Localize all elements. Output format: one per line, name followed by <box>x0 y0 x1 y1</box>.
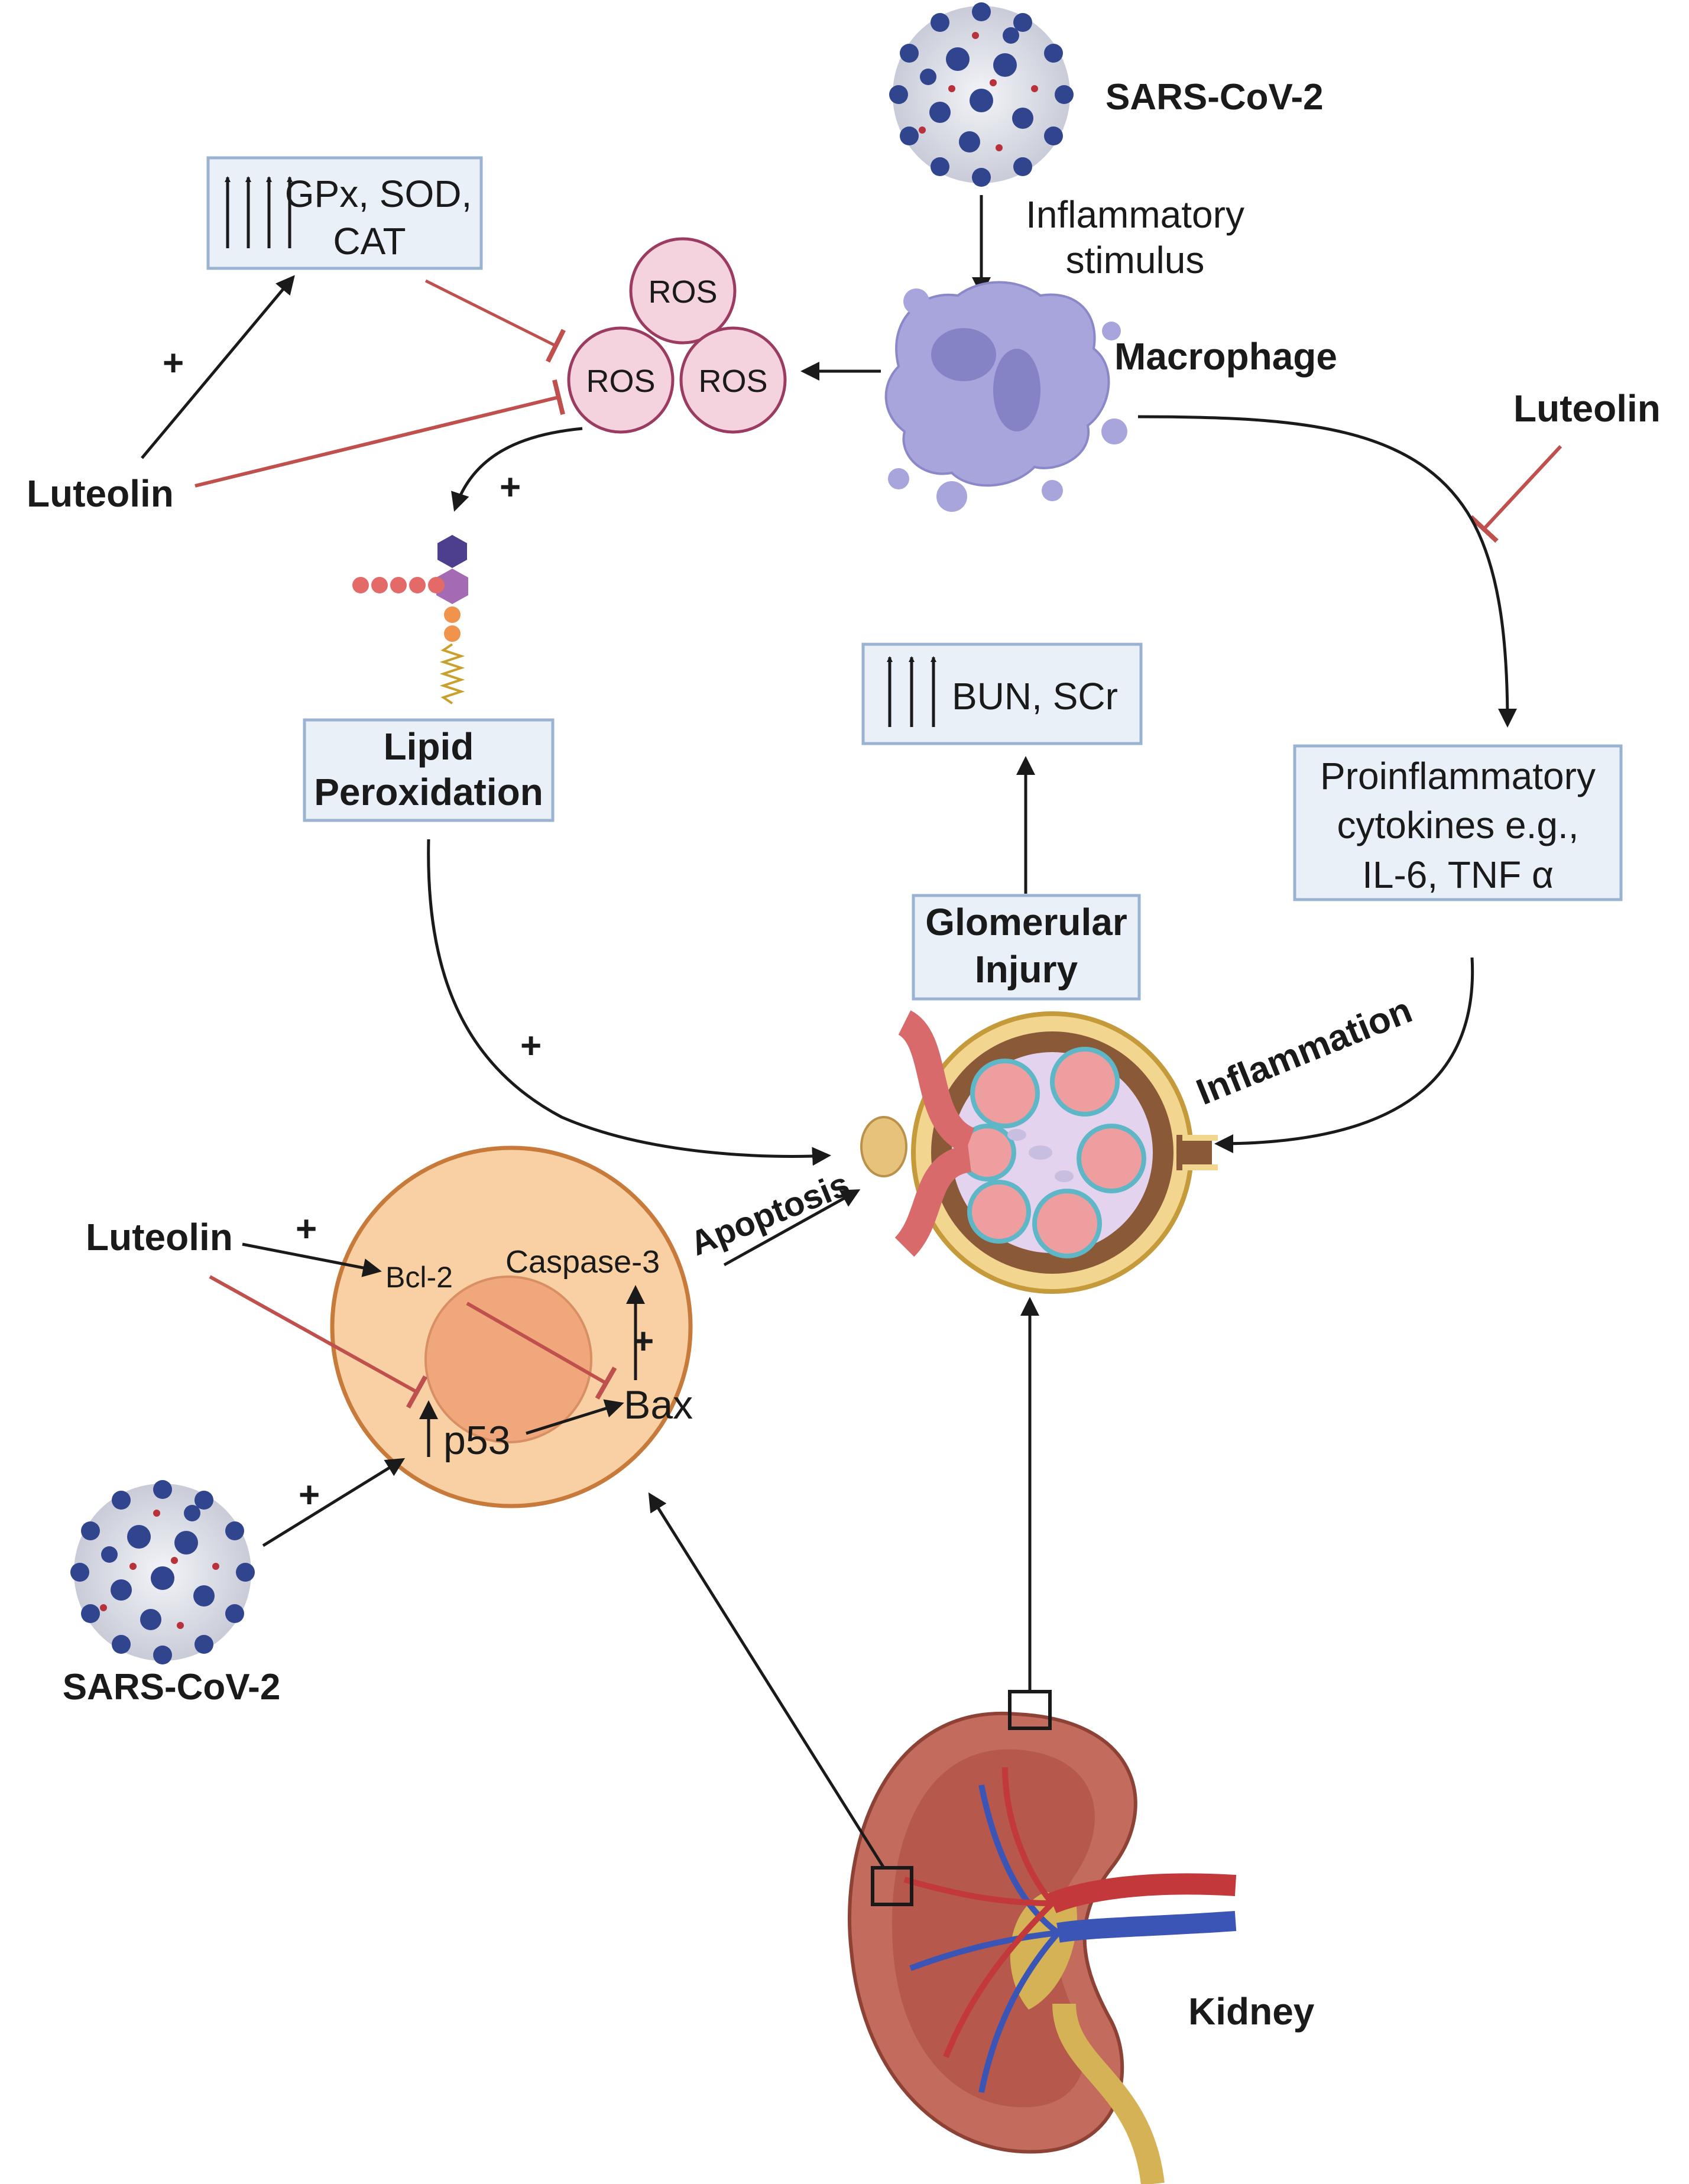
plus-sign-antioxidants: + <box>163 343 184 384</box>
nucleus <box>424 1276 592 1443</box>
glomerular-label-1: Glomerular <box>925 901 1127 943</box>
glomerular-label-2: Injury <box>975 948 1078 991</box>
bax-label: Bax <box>624 1383 693 1427</box>
cytokines-label-1: Proinflammatory <box>1320 755 1596 797</box>
ros-bubble-right <box>679 326 787 434</box>
sars-cov-2-label-bottom: SARS-CoV-2 <box>63 1667 281 1708</box>
cytokines-box <box>1293 744 1623 901</box>
arrow-apoptosis-to-glomerulus <box>723 1189 861 1267</box>
sars-cov-2-label-top: SARS-CoV-2 <box>1106 77 1324 118</box>
inhibit-luteolin-to-p53 <box>209 1275 428 1409</box>
ros-cluster: ROS ROS ROS <box>567 237 787 434</box>
inflammatory-stimulus-label-1: Inflammatory <box>1026 193 1244 236</box>
antioxidant-label-2: CAT <box>333 220 406 262</box>
antioxidant-label-1: GPx, SOD, <box>285 173 472 215</box>
virus-icon <box>889 2 1074 187</box>
kidney-label: Kidney <box>1188 1990 1315 2033</box>
arrow-virus-to-p53 <box>262 1458 406 1547</box>
kidney-icon <box>848 1711 1237 2184</box>
virus-icon-bottom <box>70 1480 255 1664</box>
up-arrows-icon <box>225 176 293 248</box>
luteolin-label-left: Luteolin <box>27 472 174 515</box>
lipid-molecule-icon <box>352 535 468 705</box>
cortex-highlight-square-left <box>871 1866 913 1906</box>
inhibit-luteolin-to-cytokines <box>1469 444 1562 543</box>
plus-sign-lipid-apoptosis: + <box>520 1026 542 1066</box>
plus-sign-bax-caspase: + <box>633 1321 654 1362</box>
arrow-ros-to-lipid <box>451 427 583 512</box>
luteolin-label-cell: Luteolin <box>86 1216 233 1258</box>
arrow-lipid-to-glomerulus <box>427 839 831 1166</box>
macrophage-label: Macrophage <box>1114 335 1337 378</box>
bcl2-label: Bcl-2 <box>385 1261 453 1294</box>
inflammation-label: Inflammation <box>1191 989 1418 1113</box>
lipid-label-1: Lipid <box>384 725 474 768</box>
apoptosis-label: Apoptosis <box>685 1165 855 1263</box>
cytokines-label-3: IL-6, TNF α <box>1362 854 1554 896</box>
bun-up-arrows-icon <box>887 656 936 727</box>
caspase-3-label: Caspase-3 <box>505 1244 660 1280</box>
arrow-p53-to-bax <box>526 1399 624 1435</box>
p53-label: p53 <box>443 1418 510 1463</box>
lipid-label-2: Peroxidation <box>314 771 543 813</box>
inhibit-antioxidants-to-ros <box>424 279 566 363</box>
plus-sign-lipid: + <box>500 467 521 508</box>
macrophage-icon <box>884 281 1127 512</box>
luteolin-label-top-right: Luteolin <box>1513 387 1661 430</box>
glomerular-injury-box <box>912 894 1141 1001</box>
arrow-macrophage-to-cytokines <box>1137 415 1517 728</box>
inflammatory-stimulus-label-2: stimulus <box>1066 239 1205 281</box>
ros-label-left: ROS <box>586 364 655 399</box>
bun-scr-label: BUN, SCr <box>952 675 1118 718</box>
ros-label-right: ROS <box>698 364 767 399</box>
lipid-peroxidation-box <box>303 718 555 822</box>
inhibit-luteolin-to-ros <box>194 379 565 488</box>
inhibit-bcl2-to-bax <box>466 1302 617 1400</box>
arrow-luteolin-to-bcl2 <box>242 1242 382 1277</box>
ros-bubble-left <box>567 326 675 434</box>
ros-label-top: ROS <box>648 274 717 310</box>
glomerulus-icon <box>860 1010 1218 1294</box>
cortex-highlight-square-top <box>1008 1690 1052 1730</box>
plus-sign-p53: + <box>299 1475 320 1516</box>
arrow-kidney-to-cell <box>648 1492 886 1869</box>
arrow-luteolin-to-antioxidants <box>141 275 295 459</box>
ros-bubble-top <box>629 237 737 345</box>
cytokines-label-2: cytokines e.g., <box>1337 804 1578 846</box>
antioxidant-box <box>206 156 483 270</box>
arrow-cytokines-to-glomerulus <box>1214 957 1474 1153</box>
plus-sign-bcl2: + <box>296 1209 317 1250</box>
